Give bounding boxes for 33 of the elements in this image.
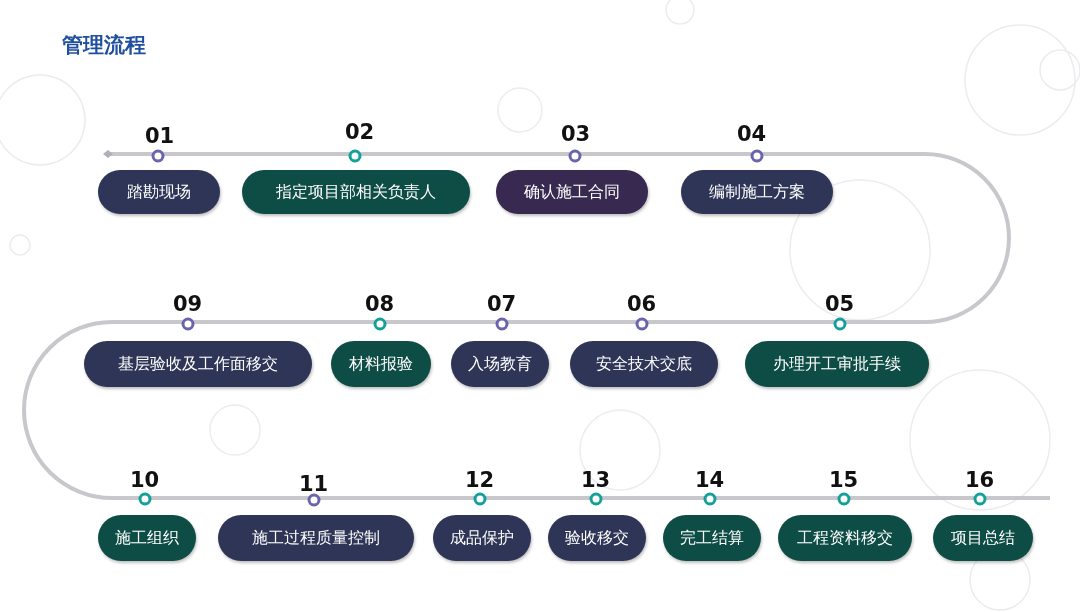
- step-pill: 项目总结: [933, 515, 1033, 561]
- step-pill: 成品保护: [433, 515, 531, 561]
- step-number: 13: [581, 468, 611, 492]
- step-pill: 工程资料移交: [778, 515, 912, 561]
- step-number: 01: [145, 124, 175, 148]
- step-pill: 施工组织: [98, 515, 196, 561]
- step-number: 10: [130, 468, 160, 492]
- step-pill: 材料报验: [331, 341, 431, 387]
- step-pill: 确认施工合同: [496, 170, 648, 214]
- step-number: 16: [965, 468, 995, 492]
- step-number: 15: [829, 468, 859, 492]
- step-pill: 踏勘现场: [98, 170, 220, 214]
- step-number: 04: [737, 122, 767, 146]
- step-pill: 编制施工方案: [681, 170, 833, 214]
- step-number: 08: [365, 292, 395, 316]
- step-number: 09: [173, 292, 203, 316]
- step-number: 07: [487, 292, 517, 316]
- step-pill: 安全技术交底: [570, 341, 718, 387]
- step-number: 06: [627, 292, 657, 316]
- step-pill: 完工结算: [663, 515, 761, 561]
- step-pill: 验收移交: [548, 515, 646, 561]
- step-number: 11: [299, 472, 329, 496]
- step-pill: 指定项目部相关负责人: [242, 170, 470, 214]
- page-title: 管理流程: [62, 32, 146, 59]
- step-number: 03: [561, 122, 591, 146]
- step-number: 02: [345, 120, 375, 144]
- step-pill: 施工过程质量控制: [218, 515, 414, 561]
- step-pill: 入场教育: [451, 341, 549, 387]
- step-number: 05: [825, 292, 855, 316]
- step-number: 14: [695, 468, 725, 492]
- step-number: 12: [465, 468, 495, 492]
- step-pill: 办理开工审批手续: [745, 341, 929, 387]
- step-pill: 基层验收及工作面移交: [84, 341, 312, 387]
